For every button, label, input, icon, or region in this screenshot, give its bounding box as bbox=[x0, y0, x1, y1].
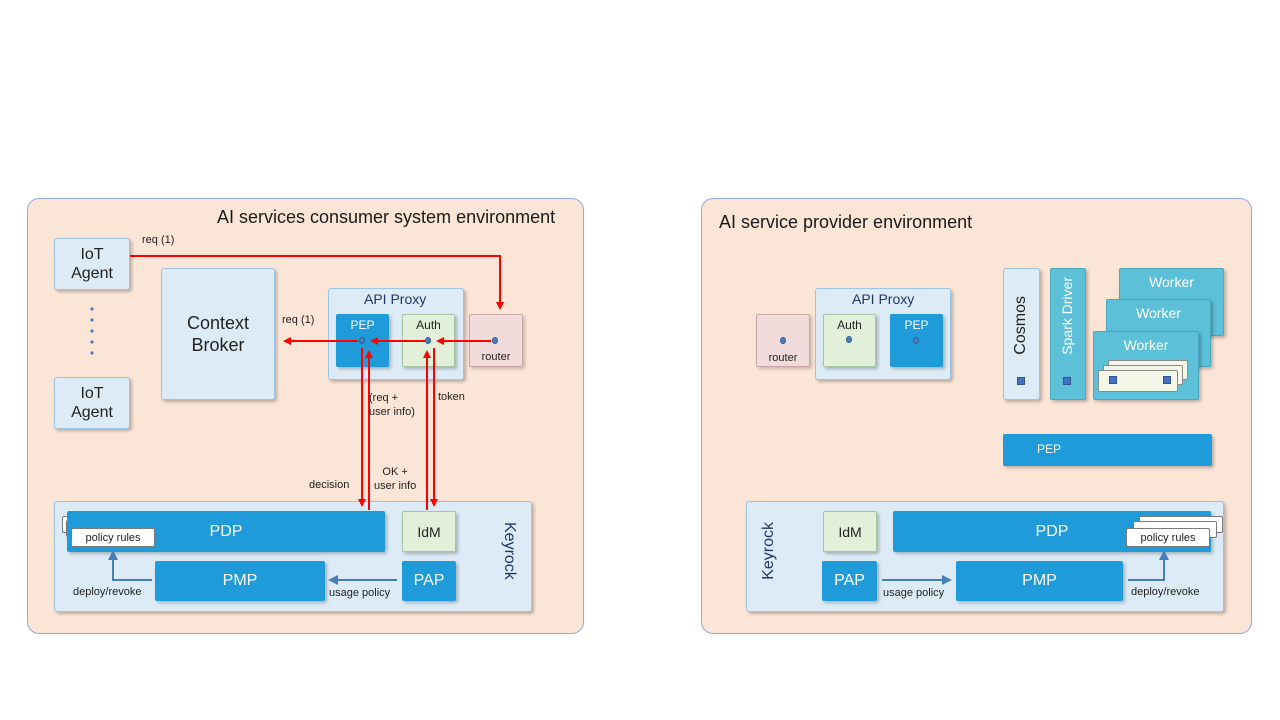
pmp-provider-label: PMP bbox=[1022, 572, 1057, 589]
router-consumer-label: router bbox=[481, 351, 511, 363]
edge-label-deploy-revoke-consumer: deploy/revoke bbox=[73, 586, 142, 598]
iot-agent-top-label: IoT Agent bbox=[71, 246, 113, 282]
policy-rules-provider[interactable]: policy rules bbox=[1126, 528, 1210, 547]
pap-consumer[interactable]: PAP bbox=[402, 561, 456, 601]
pmp-consumer-label: PMP bbox=[222, 572, 258, 589]
edge-label-decision: decision bbox=[309, 479, 350, 491]
consumer-environment-title: AI services consumer system environment bbox=[217, 207, 556, 227]
iot-agent-top[interactable]: IoT Agent bbox=[54, 238, 130, 290]
pep-consumer-label: PEP bbox=[350, 318, 375, 332]
pmp-provider[interactable]: PMP bbox=[956, 561, 1123, 601]
idm-consumer-label: IdM bbox=[417, 523, 441, 540]
worker-task-port-left-icon bbox=[1109, 376, 1117, 384]
context-broker-label: Context Broker bbox=[186, 313, 250, 355]
router-consumer[interactable]: router bbox=[469, 314, 523, 367]
cosmos[interactable] bbox=[1003, 268, 1040, 400]
iot-agent-bottom[interactable]: IoT Agent bbox=[54, 377, 130, 429]
router-provider[interactable]: router bbox=[756, 314, 810, 367]
auth-consumer-port-icon bbox=[425, 337, 431, 344]
pep-provider-proxy-label: PEP bbox=[904, 318, 929, 332]
provider-environment-title: AI service provider environment bbox=[719, 212, 973, 232]
cosmos-label: Cosmos bbox=[1012, 296, 1029, 355]
router-provider-label: router bbox=[768, 352, 798, 364]
auth-consumer-label: Auth bbox=[416, 318, 441, 332]
edge-label-ok-user-info: OK + user info bbox=[374, 466, 417, 492]
worker-task-port-right-icon bbox=[1163, 376, 1171, 384]
worker-2-label: Worker bbox=[1136, 305, 1181, 321]
iot-agent-bottom-label: IoT Agent bbox=[71, 385, 113, 421]
cosmos-port-icon bbox=[1017, 377, 1025, 385]
pep-provider-port-icon bbox=[913, 337, 919, 344]
worker-1-label: Worker bbox=[1123, 337, 1169, 353]
pmp-consumer[interactable]: PMP bbox=[155, 561, 325, 601]
router-provider-port-icon bbox=[780, 337, 786, 344]
idm-provider[interactable]: IdM bbox=[823, 511, 877, 552]
pdp-provider-label: PDP bbox=[1035, 522, 1069, 540]
edge-label-req1-left: req (1) bbox=[282, 314, 315, 326]
pep-provider-proxy[interactable]: PEP bbox=[890, 314, 943, 367]
pep-bar-provider[interactable]: PEP bbox=[1003, 434, 1212, 466]
api-proxy-provider-label: API Proxy bbox=[852, 291, 915, 307]
keyrock-consumer-label: Keyrock bbox=[501, 522, 518, 580]
worker-3-label: Worker bbox=[1149, 274, 1194, 290]
pap-provider[interactable]: PAP bbox=[822, 561, 877, 601]
keyrock-provider-label: Keyrock bbox=[760, 522, 777, 580]
api-proxy-consumer-label: API Proxy bbox=[364, 291, 427, 307]
edge-label-usage-policy-provider: usage policy bbox=[883, 587, 945, 599]
edge-label-usage-policy-consumer: usage policy bbox=[329, 587, 391, 599]
idm-consumer[interactable]: IdM bbox=[402, 511, 456, 552]
edge-label-req1-top: req (1) bbox=[142, 234, 175, 246]
edge-label-deploy-revoke-provider: deploy/revoke bbox=[1131, 586, 1200, 598]
context-broker[interactable]: Context Broker bbox=[161, 268, 275, 400]
router-consumer-port-icon bbox=[492, 337, 498, 344]
edge-label-token: token bbox=[438, 391, 465, 403]
spark-driver-port-icon bbox=[1063, 377, 1071, 385]
policy-rules-provider-label: policy rules bbox=[1140, 531, 1196, 544]
pep-bar-provider-label: PEP bbox=[1037, 442, 1062, 456]
auth-provider-port-icon bbox=[846, 336, 852, 343]
edge-label-req-user-info: (req + user info) bbox=[369, 392, 415, 418]
pep-consumer-port-icon bbox=[359, 337, 365, 344]
pap-consumer-label: PAP bbox=[413, 572, 445, 589]
pap-provider-label: PAP bbox=[834, 572, 865, 589]
worker-task bbox=[1098, 370, 1178, 392]
auth-provider-label: Auth bbox=[837, 318, 862, 332]
policy-rules-consumer-label: policy rules bbox=[85, 531, 141, 544]
pdp-consumer-label: PDP bbox=[209, 522, 243, 540]
spark-driver-label: Spark Driver bbox=[1059, 277, 1075, 355]
policy-rules-consumer[interactable]: policy rules bbox=[71, 528, 155, 547]
idm-provider-label: IdM bbox=[838, 523, 862, 540]
